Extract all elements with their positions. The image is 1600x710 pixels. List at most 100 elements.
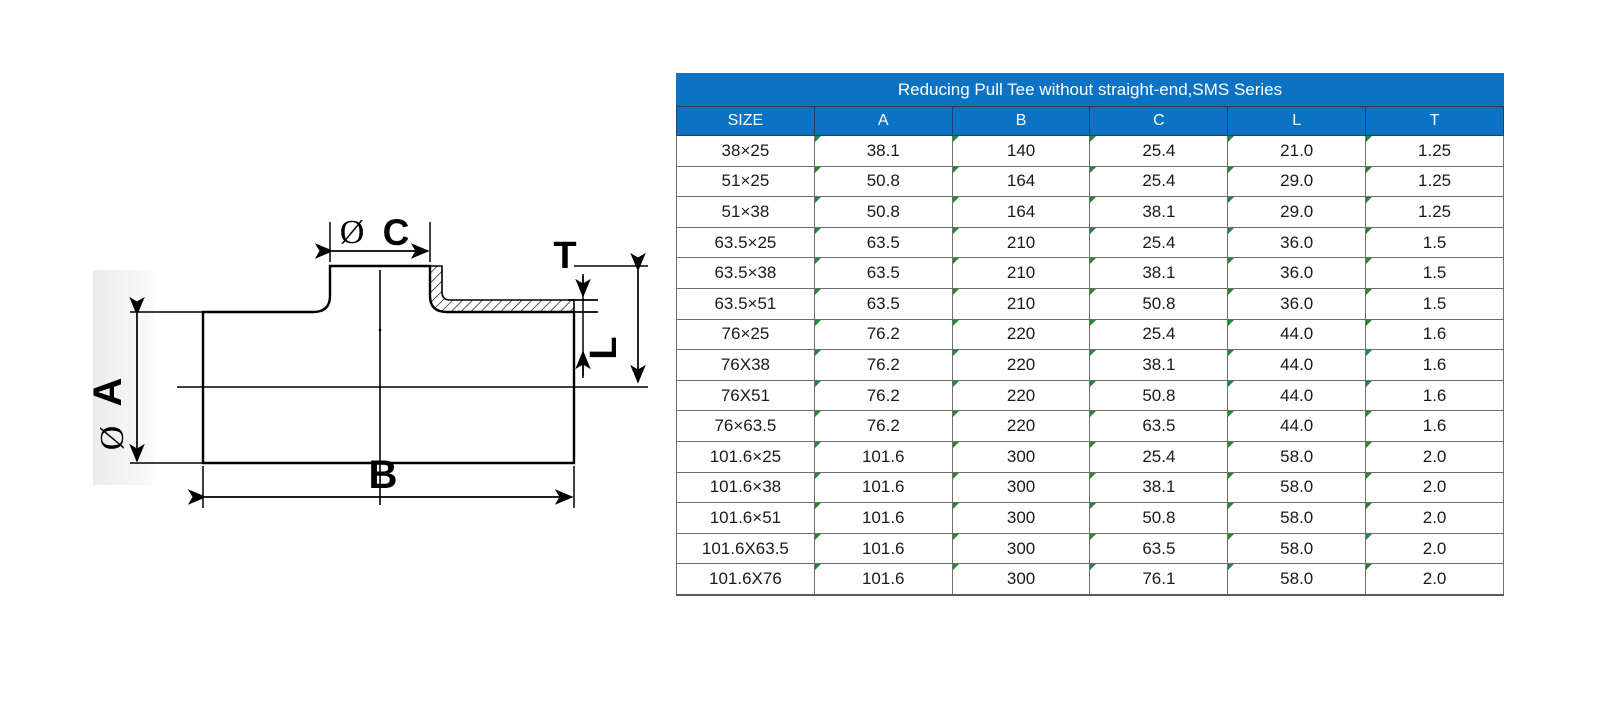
- cell-l-12: 58.0: [1227, 502, 1367, 534]
- l-label-text: L: [583, 336, 625, 359]
- cell-size-12: 101.6×51: [676, 502, 815, 534]
- branch-wall-section: [429, 265, 575, 313]
- cell-b-5: 210: [951, 287, 1091, 320]
- cell-t-1: 1.25: [1365, 165, 1504, 198]
- cell-a-3: 63.5: [813, 226, 953, 259]
- cell-c-1: 25.4: [1089, 165, 1229, 198]
- fitting-outline: [201, 264, 576, 465]
- centerlines: [177, 270, 648, 505]
- cell-size-0: 38×25: [676, 135, 815, 167]
- cell-l-9: 44.0: [1227, 410, 1367, 442]
- c-diameter-symbol: Ø: [340, 214, 365, 251]
- cell-c-5: 50.8: [1089, 287, 1229, 320]
- cell-a-2: 50.8: [813, 196, 953, 228]
- cell-t-5: 1.5: [1365, 287, 1504, 320]
- cell-c-7: 38.1: [1089, 349, 1229, 381]
- cell-b-3: 210: [951, 226, 1091, 259]
- cell-b-10: 300: [951, 440, 1091, 473]
- cell-c-9: 63.5: [1089, 410, 1229, 442]
- cell-size-6: 76×25: [676, 318, 815, 351]
- cell-size-4: 63.5×38: [676, 257, 815, 289]
- cell-b-9: 220: [951, 410, 1091, 442]
- tee-fitting-drawing: Ø C A Ø B T: [86, 212, 648, 508]
- cell-a-7: 76.2: [813, 349, 953, 381]
- cell-l-7: 44.0: [1227, 349, 1367, 381]
- cell-size-3: 63.5×25: [676, 226, 815, 259]
- cell-b-8: 220: [951, 379, 1091, 412]
- cell-l-10: 58.0: [1227, 440, 1367, 473]
- cell-b-13: 300: [951, 532, 1091, 565]
- column-header-a[interactable]: A: [813, 106, 953, 136]
- cell-l-1: 29.0: [1227, 165, 1367, 198]
- cell-a-11: 101.6: [813, 471, 953, 504]
- cell-a-8: 76.2: [813, 379, 953, 412]
- cell-size-2: 51×38: [676, 196, 815, 228]
- column-header-t[interactable]: T: [1365, 106, 1504, 136]
- column-header-b[interactable]: B: [951, 106, 1091, 136]
- cell-l-11: 58.0: [1227, 471, 1367, 504]
- b-label-text: B: [369, 453, 398, 497]
- cell-a-6: 76.2: [813, 318, 953, 351]
- specification-table-panel: Reducing Pull Tee without straight-end,S…: [676, 73, 1504, 596]
- cell-t-3: 1.5: [1365, 226, 1504, 259]
- t-label-text: T: [553, 235, 576, 277]
- cell-size-14: 101.6X76: [676, 563, 815, 596]
- cell-a-12: 101.6: [813, 502, 953, 534]
- cell-t-6: 1.6: [1365, 318, 1504, 351]
- cell-size-8: 76X51: [676, 379, 815, 412]
- cell-a-10: 101.6: [813, 440, 953, 473]
- cell-b-11: 300: [951, 471, 1091, 504]
- cell-b-0: 140: [951, 135, 1091, 167]
- cell-t-0: 1.25: [1365, 135, 1504, 167]
- cell-t-7: 1.6: [1365, 349, 1504, 381]
- column-header-l[interactable]: L: [1227, 106, 1367, 136]
- column-header-size[interactable]: SIZE: [676, 106, 815, 136]
- cell-t-12: 2.0: [1365, 502, 1504, 534]
- label-c: Ø C: [340, 212, 410, 253]
- dimension-b: [187, 466, 575, 508]
- a-label-text: A: [86, 378, 130, 407]
- cell-l-0: 21.0: [1227, 135, 1367, 167]
- cell-l-8: 44.0: [1227, 379, 1367, 412]
- cell-size-9: 76×63.5: [676, 410, 815, 442]
- cell-size-5: 63.5×51: [676, 287, 815, 320]
- cell-c-12: 50.8: [1089, 502, 1229, 534]
- cell-t-13: 2.0: [1365, 532, 1504, 565]
- cell-b-6: 220: [951, 318, 1091, 351]
- cell-size-7: 76X38: [676, 349, 815, 381]
- spec-table-body: Reducing Pull Tee without straight-end,S…: [676, 73, 1504, 596]
- dimension-c: [314, 222, 431, 262]
- spec-table: Reducing Pull Tee without straight-end,S…: [676, 73, 1504, 596]
- cell-size-1: 51×25: [676, 165, 815, 198]
- cell-l-6: 44.0: [1227, 318, 1367, 351]
- cell-c-4: 38.1: [1089, 257, 1229, 289]
- cell-b-1: 164: [951, 165, 1091, 198]
- cell-c-10: 25.4: [1089, 440, 1229, 473]
- cell-size-13: 101.6X63.5: [676, 532, 815, 565]
- label-a: A Ø: [86, 378, 131, 451]
- cell-c-14: 76.1: [1089, 563, 1229, 596]
- cell-size-11: 101.6×38: [676, 471, 815, 504]
- cell-t-9: 1.6: [1365, 410, 1504, 442]
- cell-t-8: 1.6: [1365, 379, 1504, 412]
- technical-drawing-panel: Ø C A Ø B T: [0, 0, 670, 710]
- cell-b-4: 210: [951, 257, 1091, 289]
- label-l: L: [583, 336, 625, 359]
- cell-t-14: 2.0: [1365, 563, 1504, 596]
- cell-l-14: 58.0: [1227, 563, 1367, 596]
- cell-l-13: 58.0: [1227, 532, 1367, 565]
- dimension-t: [568, 265, 648, 378]
- column-header-c[interactable]: C: [1089, 106, 1229, 136]
- cell-l-4: 36.0: [1227, 257, 1367, 289]
- cell-a-9: 76.2: [813, 410, 953, 442]
